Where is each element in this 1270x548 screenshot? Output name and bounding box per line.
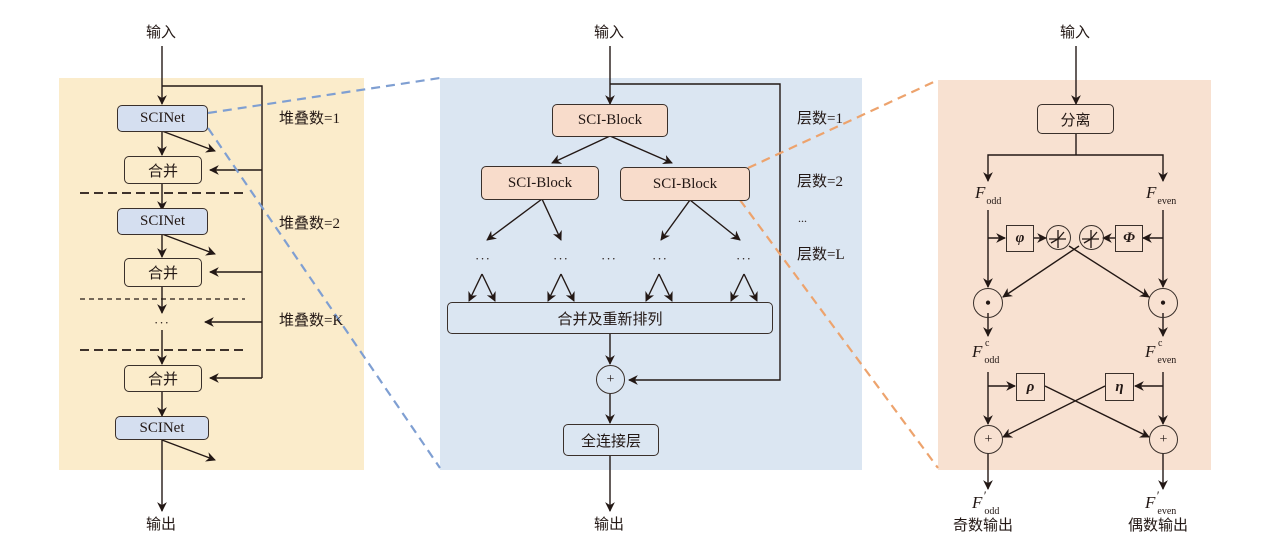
f-prime-odd-label: F′odd [972, 488, 1000, 517]
mid-add-node: + [596, 365, 625, 394]
mid-ellipsis-4: ··· [652, 251, 668, 266]
odd-output-label: 奇数输出 [953, 518, 1014, 534]
mid-l2l-to-dots2 [541, 198, 562, 241]
left-scinet2-side-arrow [161, 233, 216, 256]
zoom-connector-blue-top [207, 76, 441, 115]
level-label-L: 层数=L [797, 247, 845, 263]
odd-multiply-node: • [973, 288, 1003, 318]
stack-label-1: 堆叠数=1 [279, 111, 340, 127]
zoom-connector-orange-top [747, 79, 939, 169]
level-label-2: 层数=2 [797, 174, 843, 190]
left-output-label: 输出 [146, 517, 177, 533]
mid-ellipsis-5: ··· [736, 251, 752, 266]
scinet-block-2: SCINet [117, 208, 208, 235]
left-input-label: 输入 [146, 25, 177, 41]
phi-small-block: φ [1006, 225, 1034, 252]
mid-ellipsis-2: ··· [553, 251, 569, 266]
f-even-label: Feven [1146, 183, 1177, 207]
mid-pair-arrows-3 [645, 273, 673, 302]
rho-block: ρ [1016, 373, 1045, 401]
tanh-node-2 [1079, 225, 1104, 250]
sci-block-level2-left: SCI-Block [481, 166, 599, 200]
mid-l2l-to-dots1 [486, 198, 543, 241]
mid-l1-to-l2-right [609, 135, 673, 164]
level-label-ellipsis: ... [798, 211, 807, 225]
left-scinet3-side-arrow [161, 439, 216, 462]
left-ellipsis: ··· [154, 315, 170, 330]
sci-block-level2-right: SCI-Block [620, 167, 750, 201]
mid-pair-arrows-4 [730, 273, 758, 302]
even-multiply-node: • [1148, 288, 1178, 318]
mid-pair-arrows-2 [547, 273, 575, 302]
tanh2-cross-arrow [1002, 245, 1080, 298]
scinet-tree-panel [440, 78, 862, 470]
merge-block-2: 合并 [124, 258, 202, 287]
level-label-1: 层数=1 [797, 111, 843, 127]
zoom-connector-orange-bottom [739, 199, 939, 469]
mid-ellipsis-3: ··· [601, 251, 617, 266]
scinet-block-1: SCINet [117, 105, 208, 132]
tanh1-cross-arrow [1068, 245, 1150, 298]
split-to-even-arrow [1076, 154, 1168, 182]
mid-residual-bus [610, 83, 781, 385]
mid-l1-to-l2-left [551, 135, 611, 164]
f-odd-label: Fodd [975, 183, 1002, 207]
phi-big-block: Φ [1115, 225, 1143, 252]
even-output-label: 偶数输出 [1128, 518, 1189, 534]
mid-pair-arrows-1 [468, 273, 496, 302]
split-block: 分离 [1037, 104, 1114, 134]
tanh-node-1 [1046, 225, 1071, 250]
merge-block-1: 合并 [124, 156, 202, 184]
split-to-odd-arrow [983, 154, 1076, 182]
f-prime-even-label: F′even [1145, 488, 1177, 517]
zoom-connector-blue-bottom [207, 127, 441, 469]
mid-l2r-to-dots4 [660, 199, 691, 241]
merge-reorder-block: 合并及重新排列 [447, 302, 773, 334]
mid-output-label: 输出 [594, 517, 625, 533]
scinet-block-3: SCINet [115, 416, 209, 440]
stack-label-2: 堆叠数=2 [279, 216, 340, 232]
mid-ellipsis-1: ··· [475, 251, 491, 266]
mid-l2r-to-dots5 [689, 199, 741, 241]
merge-block-3: 合并 [124, 365, 202, 392]
odd-add-node: + [974, 425, 1003, 454]
right-input-label: 输入 [1060, 25, 1091, 41]
eta-cross-arrow [1002, 385, 1106, 438]
eta-block: η [1105, 373, 1134, 401]
sci-block-level1: SCI-Block [552, 104, 668, 137]
sci-block-panel [938, 80, 1211, 470]
left-scinet1-side-arrow [161, 130, 216, 153]
fully-connected-block: 全连接层 [563, 424, 659, 456]
rho-cross-arrow [1044, 385, 1150, 438]
mid-input-label: 输入 [594, 25, 625, 41]
left-residual-bus [162, 85, 263, 378]
even-add-node: + [1149, 425, 1178, 454]
stack-label-K: 堆叠数=K [279, 313, 344, 329]
